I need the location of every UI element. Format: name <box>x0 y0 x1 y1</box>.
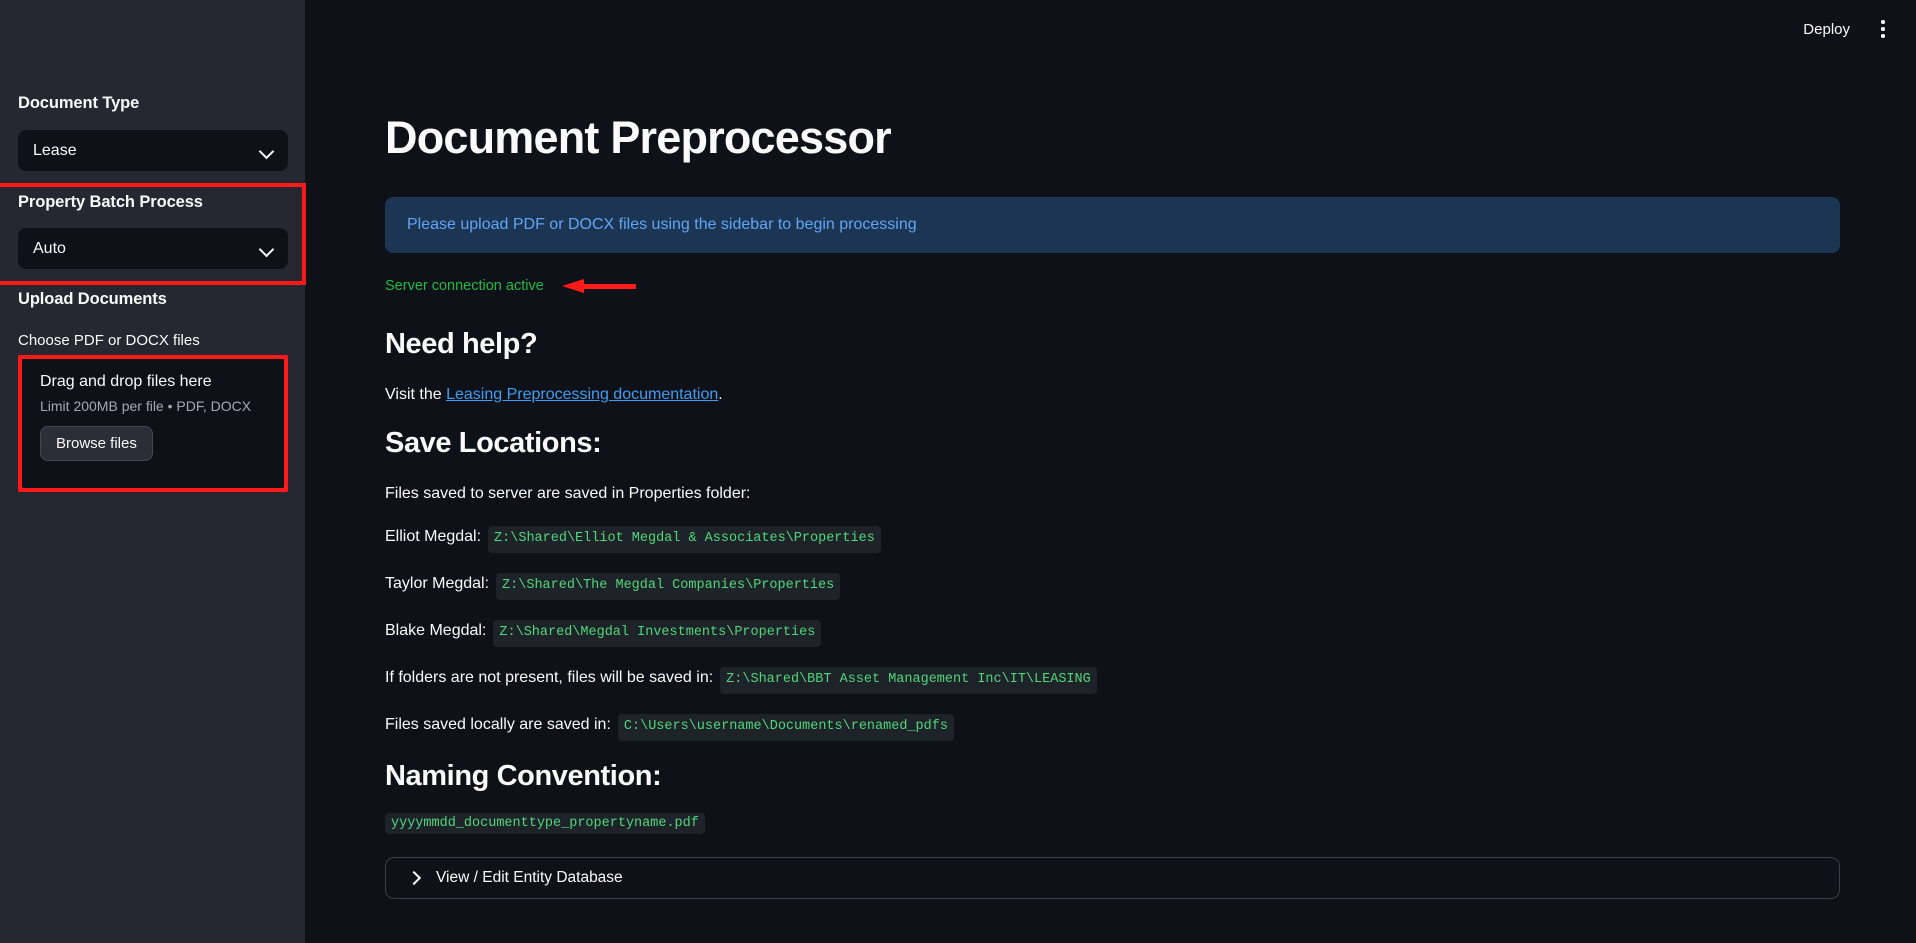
page-title: Document Preprocessor <box>385 112 892 163</box>
entity-database-expander[interactable]: View / Edit Entity Database <box>385 856 1840 899</box>
save-location-row: Files saved locally are saved in: C:\Use… <box>385 713 1840 741</box>
main-content: Deploy Document Preprocessor Please uplo… <box>305 0 1916 943</box>
chevron-down-icon <box>259 142 276 159</box>
save-location-label: Files saved locally are saved in: <box>385 716 611 734</box>
need-help-heading: Need help? <box>385 327 538 360</box>
naming-convention-pattern: yyyymmdd_documenttype_propertyname.pdf <box>385 812 705 834</box>
save-location-path: Z:\Shared\BBT Asset Management Inc\IT\LE… <box>720 667 1097 695</box>
help-visit-line: Visit the Leasing Preprocessing document… <box>385 383 1840 408</box>
dropzone-title: Drag and drop files here <box>40 373 212 390</box>
content-column: Document Preprocessor Please upload PDF … <box>385 0 1840 899</box>
upload-documents-heading: Upload Documents <box>18 290 167 308</box>
save-location-row: Blake Megdal: Z:\Shared\Megdal Investmen… <box>385 619 1840 648</box>
help-visit-prefix: Visit the <box>385 385 447 403</box>
save-location-label: If folders are not present, files will b… <box>385 669 714 687</box>
kebab-menu-icon[interactable] <box>1872 18 1894 40</box>
file-dropzone[interactable]: Drag and drop files here Limit 200MB per… <box>20 357 286 489</box>
save-location-path: Z:\Shared\Megdal Investments\Properties <box>493 620 822 648</box>
leasing-documentation-link[interactable]: Leasing Preprocessing documentation <box>446 385 719 403</box>
chevron-right-icon <box>406 870 422 886</box>
save-locations-heading: Save Locations: <box>385 426 602 459</box>
choose-files-label: Choose PDF or DOCX files <box>18 332 200 349</box>
top-toolbar: Deploy <box>1803 0 1916 58</box>
deploy-button[interactable]: Deploy <box>1803 20 1850 38</box>
info-banner-text: Please upload PDF or DOCX files using th… <box>407 215 917 233</box>
server-status-row: Server connection active <box>385 274 1840 298</box>
property-batch-process-select[interactable]: Auto <box>18 228 288 269</box>
save-location-row: Taylor Megdal: Z:\Shared\The Megdal Comp… <box>385 572 1840 601</box>
entity-database-expander-label: View / Edit Entity Database <box>436 868 623 886</box>
help-visit-suffix: . <box>718 385 723 403</box>
chevron-down-icon <box>259 240 276 257</box>
naming-convention-row: yyyymmdd_documenttype_propertyname.pdf <box>385 812 1840 834</box>
save-location-path: C:\Users\username\Documents\renamed_pdfs <box>617 714 954 741</box>
server-status-text: Server connection active <box>385 277 544 294</box>
save-location-path: Z:\Shared\The Megdal Companies\Propertie… <box>496 573 841 601</box>
save-location-label: Elliot Megdal: <box>385 528 482 546</box>
browse-files-button[interactable]: Browse files <box>40 426 153 461</box>
property-batch-process-value: Auto <box>33 239 66 257</box>
save-location-row: If folders are not present, files will b… <box>385 666 1840 695</box>
save-location-row: Elliot Megdal: Z:\Shared\Elliot Megdal &… <box>385 525 1840 554</box>
naming-convention-heading: Naming Convention: <box>385 759 662 792</box>
sidebar: Document Type Lease Property Batch Proce… <box>0 0 306 943</box>
document-type-value: Lease <box>33 141 77 159</box>
dropzone-limit-text: Limit 200MB per file • PDF, DOCX <box>40 398 252 414</box>
save-location-label: Taylor Megdal: <box>385 575 490 593</box>
save-locations-intro: Files saved to server are saved in Prope… <box>385 484 751 502</box>
save-location-label: Blake Megdal: <box>385 622 487 640</box>
annotation-arrow-left-icon <box>561 278 636 293</box>
property-batch-process-label: Property Batch Process <box>18 193 203 211</box>
document-type-select[interactable]: Lease <box>18 130 288 171</box>
document-type-label: Document Type <box>18 94 140 112</box>
save-location-path: Z:\Shared\Elliot Megdal & Associates\Pro… <box>488 526 881 554</box>
info-banner: Please upload PDF or DOCX files using th… <box>385 196 1840 253</box>
